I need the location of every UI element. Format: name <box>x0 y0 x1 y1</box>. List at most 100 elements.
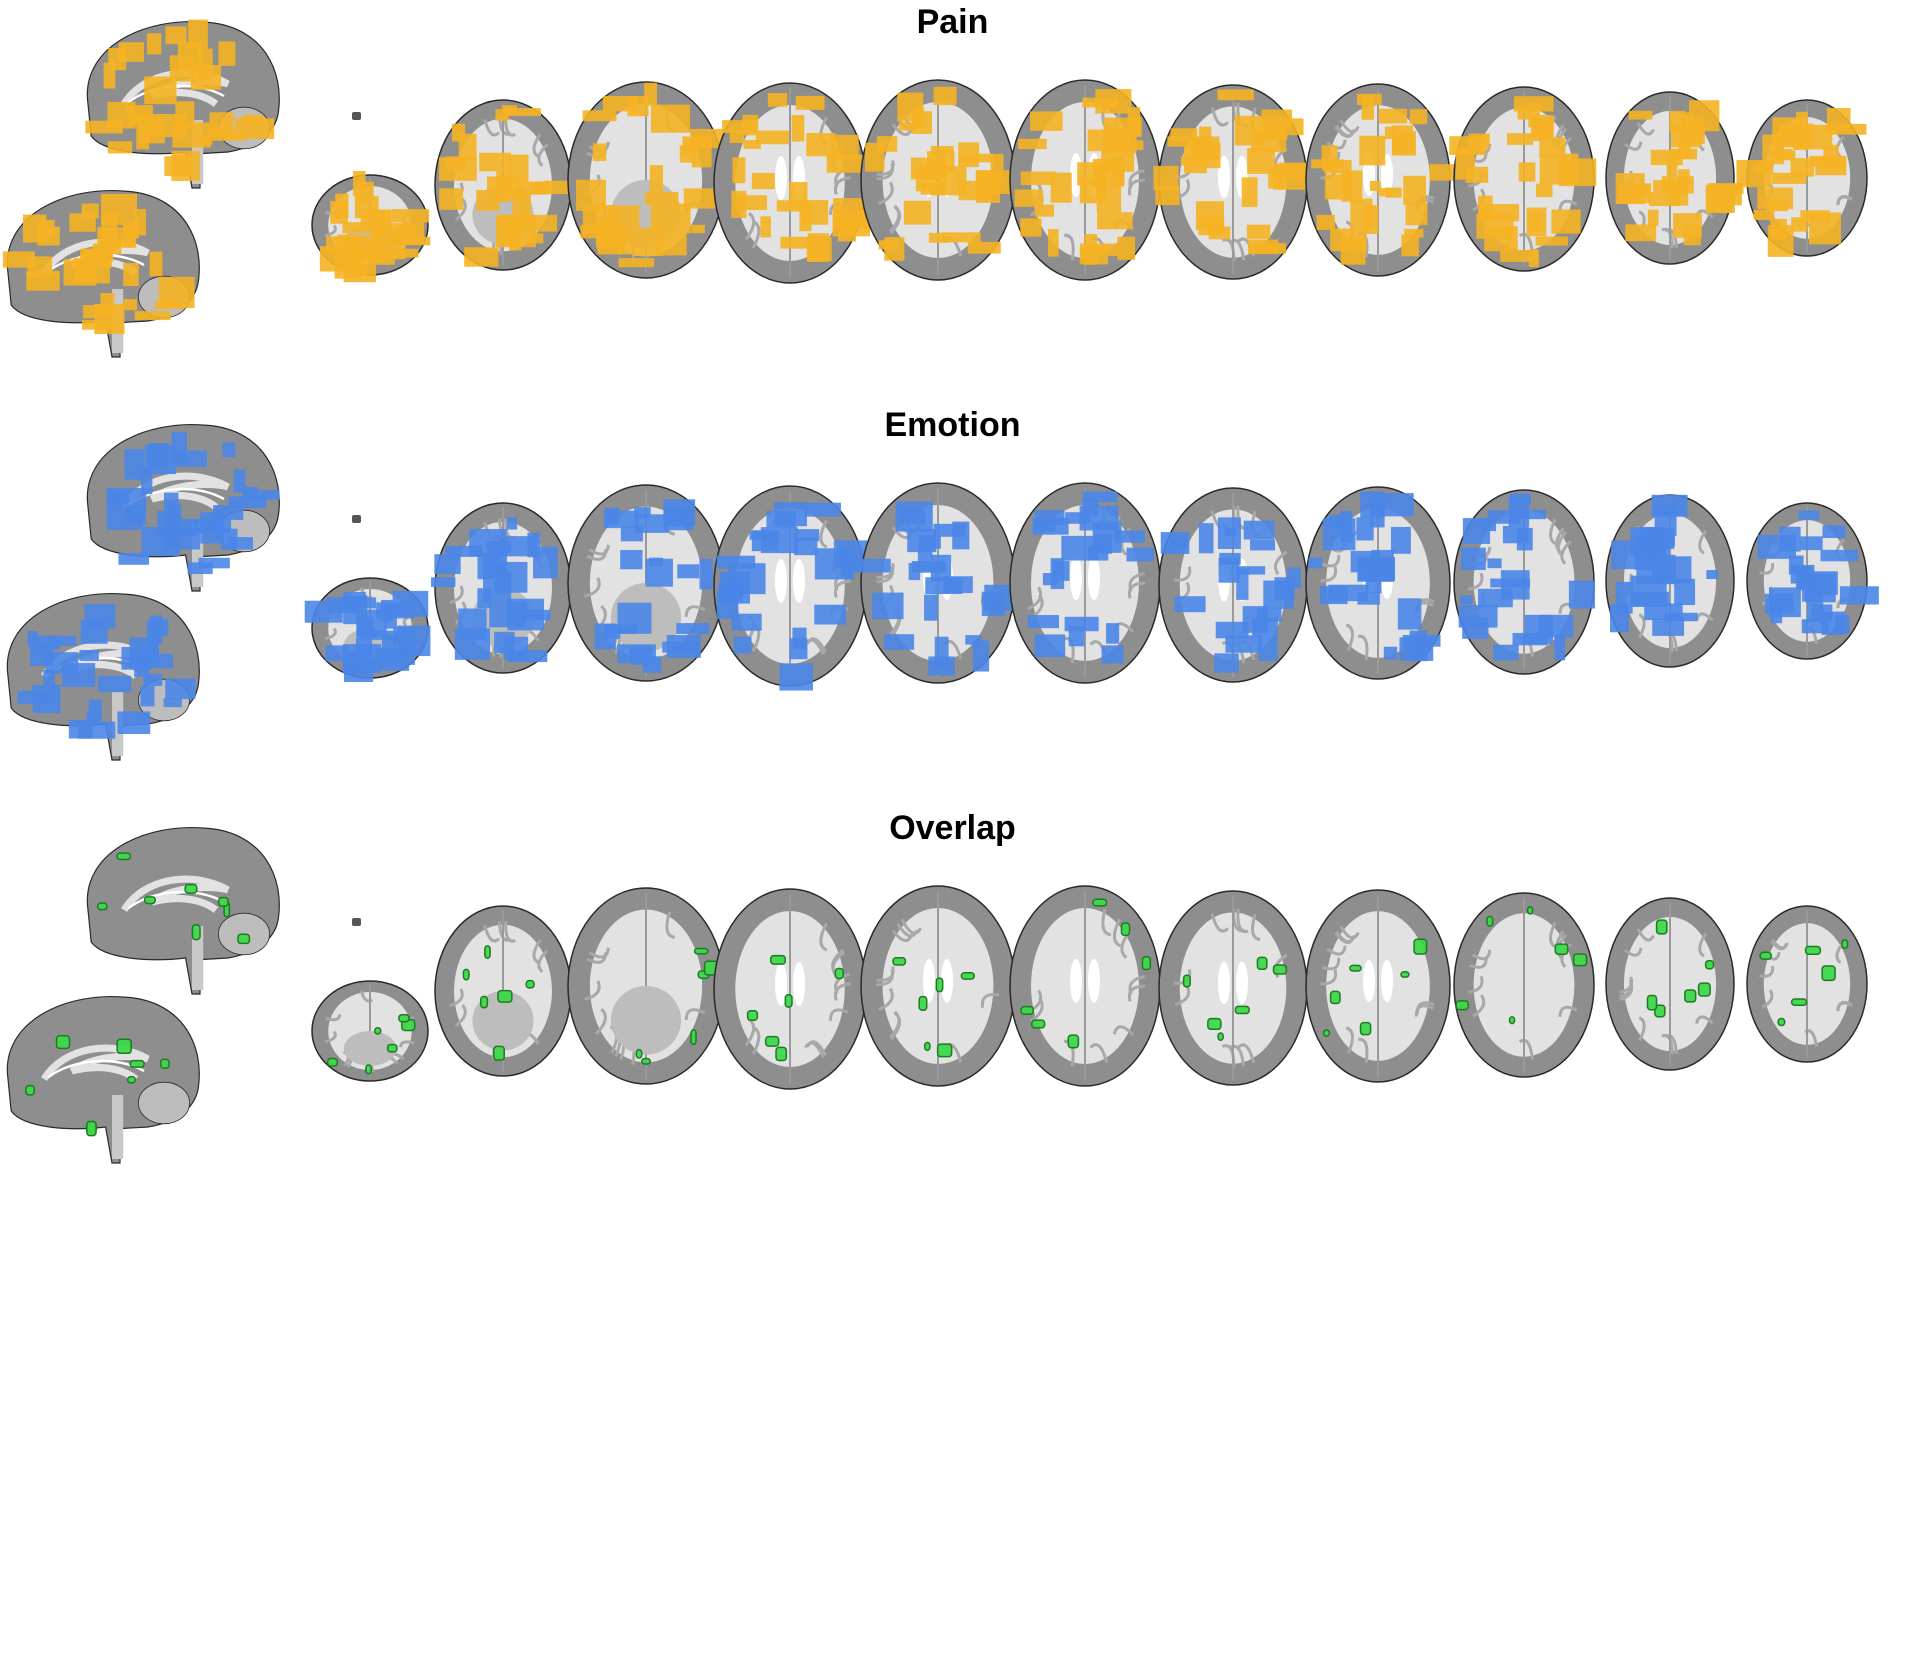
activation-blob <box>84 603 116 629</box>
activation-blob <box>1458 605 1498 628</box>
activation-blob <box>1383 646 1398 660</box>
activation-blob <box>731 613 762 631</box>
activation-blob <box>118 553 150 565</box>
activation-blob <box>1359 1021 1372 1036</box>
sulcus-line <box>324 224 337 238</box>
activation-blob <box>1518 162 1536 182</box>
activation-blob <box>188 19 208 49</box>
activation-blob <box>1377 188 1393 197</box>
activation-blob <box>852 558 891 573</box>
ventricle <box>1218 155 1230 199</box>
activation-blob <box>1790 998 1808 1006</box>
activation-blob <box>774 502 807 527</box>
sulcus-line <box>504 921 516 943</box>
activation-blob <box>127 105 153 122</box>
activation-blob <box>1449 136 1487 155</box>
activation-blob <box>1508 497 1530 527</box>
activation-blob <box>1649 192 1681 207</box>
activation-blob <box>792 627 807 649</box>
activation-blob <box>1533 118 1553 141</box>
activation-blob <box>1800 536 1823 551</box>
activation-blob <box>1198 523 1214 554</box>
sulcus-line <box>876 160 895 176</box>
panel-title-emotion: Emotion <box>884 406 1021 444</box>
activation-blob <box>445 156 466 171</box>
sulcus-line <box>1638 613 1646 639</box>
activation-blob <box>1034 204 1055 217</box>
activation-blob <box>751 172 775 190</box>
sulcus-line <box>1339 925 1360 940</box>
activation-blob <box>691 224 705 234</box>
activation-blob <box>533 546 558 579</box>
activation-blob <box>1757 187 1794 210</box>
activation-blob <box>1324 174 1353 200</box>
activation-blob <box>1064 616 1099 632</box>
activation-blob <box>1082 97 1118 108</box>
activation-blob <box>372 659 410 671</box>
activation-blob <box>912 107 924 127</box>
activation-blob <box>1397 598 1422 630</box>
activation-blob <box>1821 965 1836 982</box>
sulcus-line <box>1320 969 1338 986</box>
activation-blob <box>1465 166 1489 183</box>
activation-blob <box>1673 213 1702 238</box>
ventricle <box>775 962 787 1006</box>
activation-blob <box>1195 201 1224 231</box>
activation-blob <box>1067 1034 1080 1049</box>
activation-blob <box>899 509 926 525</box>
activation-blob <box>1826 107 1851 131</box>
activation-blob <box>1207 1017 1222 1031</box>
activation-blob <box>1801 619 1829 634</box>
activation-blob <box>149 251 163 277</box>
activation-blob <box>936 1043 953 1058</box>
activation-blob <box>604 624 638 634</box>
activation-blob <box>381 635 416 665</box>
activation-blob <box>1409 109 1428 125</box>
activation-blob <box>1322 518 1356 551</box>
sulcus-line <box>1468 572 1484 591</box>
sulcus-line <box>1339 119 1360 134</box>
sulcus-line <box>1558 1005 1578 1017</box>
activation-blob <box>1490 578 1531 588</box>
activation-blob <box>88 699 102 720</box>
activation-blob <box>769 954 786 965</box>
activation-blob <box>732 157 746 184</box>
activation-blob <box>194 519 232 534</box>
activation-blob <box>1777 1017 1786 1027</box>
activation-blob <box>148 653 173 669</box>
activation-blob <box>124 449 145 480</box>
activation-blob <box>1515 509 1546 520</box>
activation-blob <box>62 663 96 687</box>
brainstem <box>192 523 204 587</box>
activation-blob <box>1500 250 1538 262</box>
activation-blob <box>209 112 234 139</box>
activation-blob <box>1265 118 1304 136</box>
activation-blob <box>602 95 638 112</box>
corpus-callosum <box>40 1044 150 1082</box>
sulcus-line <box>449 988 464 1008</box>
activation-blob <box>175 101 195 130</box>
activation-blob <box>1839 586 1879 605</box>
activation-blob <box>676 623 710 635</box>
sulcus-line <box>1321 957 1341 971</box>
activation-blob <box>1776 149 1792 161</box>
activation-blob <box>32 635 60 650</box>
sulcus-line <box>1558 199 1578 211</box>
activation-blob <box>228 496 267 509</box>
activation-blob <box>933 86 957 106</box>
sulcus-line <box>588 544 610 556</box>
sulcus-line <box>1836 195 1853 205</box>
activation-blob <box>764 1035 780 1047</box>
activation-blob <box>1097 212 1133 230</box>
activation-blob <box>134 209 147 236</box>
activation-blob <box>1630 575 1667 607</box>
ventricle <box>793 559 805 603</box>
activation-blob <box>1455 1000 1470 1011</box>
activation-blob <box>1174 596 1206 613</box>
sulcus-line <box>1334 931 1355 944</box>
sulcus-line <box>819 519 828 549</box>
panel-pain: Pain <box>0 0 1931 405</box>
activation-blob <box>484 945 491 960</box>
activation-blob <box>1363 205 1379 235</box>
activation-blob <box>1322 1029 1331 1037</box>
